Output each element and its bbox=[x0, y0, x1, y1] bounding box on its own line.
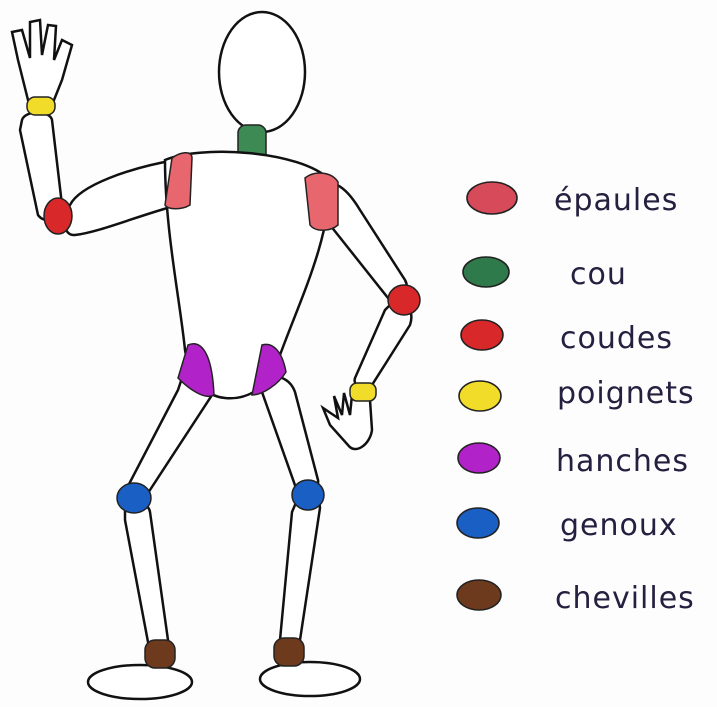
legend-item-epaules: épaules bbox=[467, 182, 678, 218]
legend-swatch bbox=[467, 182, 517, 214]
legend-label: cou bbox=[570, 257, 627, 292]
right-ankle-joint bbox=[145, 640, 175, 668]
left-elbow-joint bbox=[388, 285, 420, 315]
legend-item-cou: cou bbox=[463, 257, 627, 292]
head bbox=[219, 12, 305, 132]
right-hand bbox=[12, 20, 72, 100]
legend-label: chevilles bbox=[555, 581, 695, 616]
right-elbow-joint bbox=[44, 198, 72, 234]
left-knee-joint bbox=[292, 480, 324, 510]
right-shin bbox=[125, 503, 168, 649]
legend-item-chevilles: chevilles bbox=[457, 580, 695, 616]
legend-item-hanches: hanches bbox=[458, 443, 689, 479]
legend-label: coudes bbox=[560, 321, 673, 356]
legend-label: épaules bbox=[554, 183, 678, 218]
left-wrist-joint bbox=[350, 383, 376, 401]
legend-label: poignets bbox=[557, 376, 695, 411]
left-ankle-joint bbox=[274, 638, 304, 666]
left-thigh bbox=[262, 376, 318, 493]
legend-swatch bbox=[463, 257, 509, 287]
legend-swatch bbox=[459, 381, 501, 411]
left-shin bbox=[280, 498, 320, 648]
legend-swatch bbox=[458, 443, 500, 473]
legend-item-genoux: genoux bbox=[457, 508, 678, 543]
legend-item-coudes: coudes bbox=[461, 320, 673, 356]
legend-label: genoux bbox=[560, 508, 678, 543]
right-wrist-joint bbox=[27, 97, 55, 115]
legend-label: hanches bbox=[556, 444, 689, 479]
left-foot bbox=[260, 662, 360, 696]
right-foot bbox=[88, 665, 192, 699]
legend-swatch bbox=[457, 580, 501, 610]
legend-swatch bbox=[461, 320, 503, 350]
right-knee-joint bbox=[117, 483, 151, 513]
legend-item-poignets: poignets bbox=[459, 376, 695, 411]
legend: épaules cou coudes poignets hanches geno… bbox=[457, 182, 695, 616]
left-shoulder-joint bbox=[305, 173, 338, 230]
legend-swatch bbox=[457, 508, 499, 538]
